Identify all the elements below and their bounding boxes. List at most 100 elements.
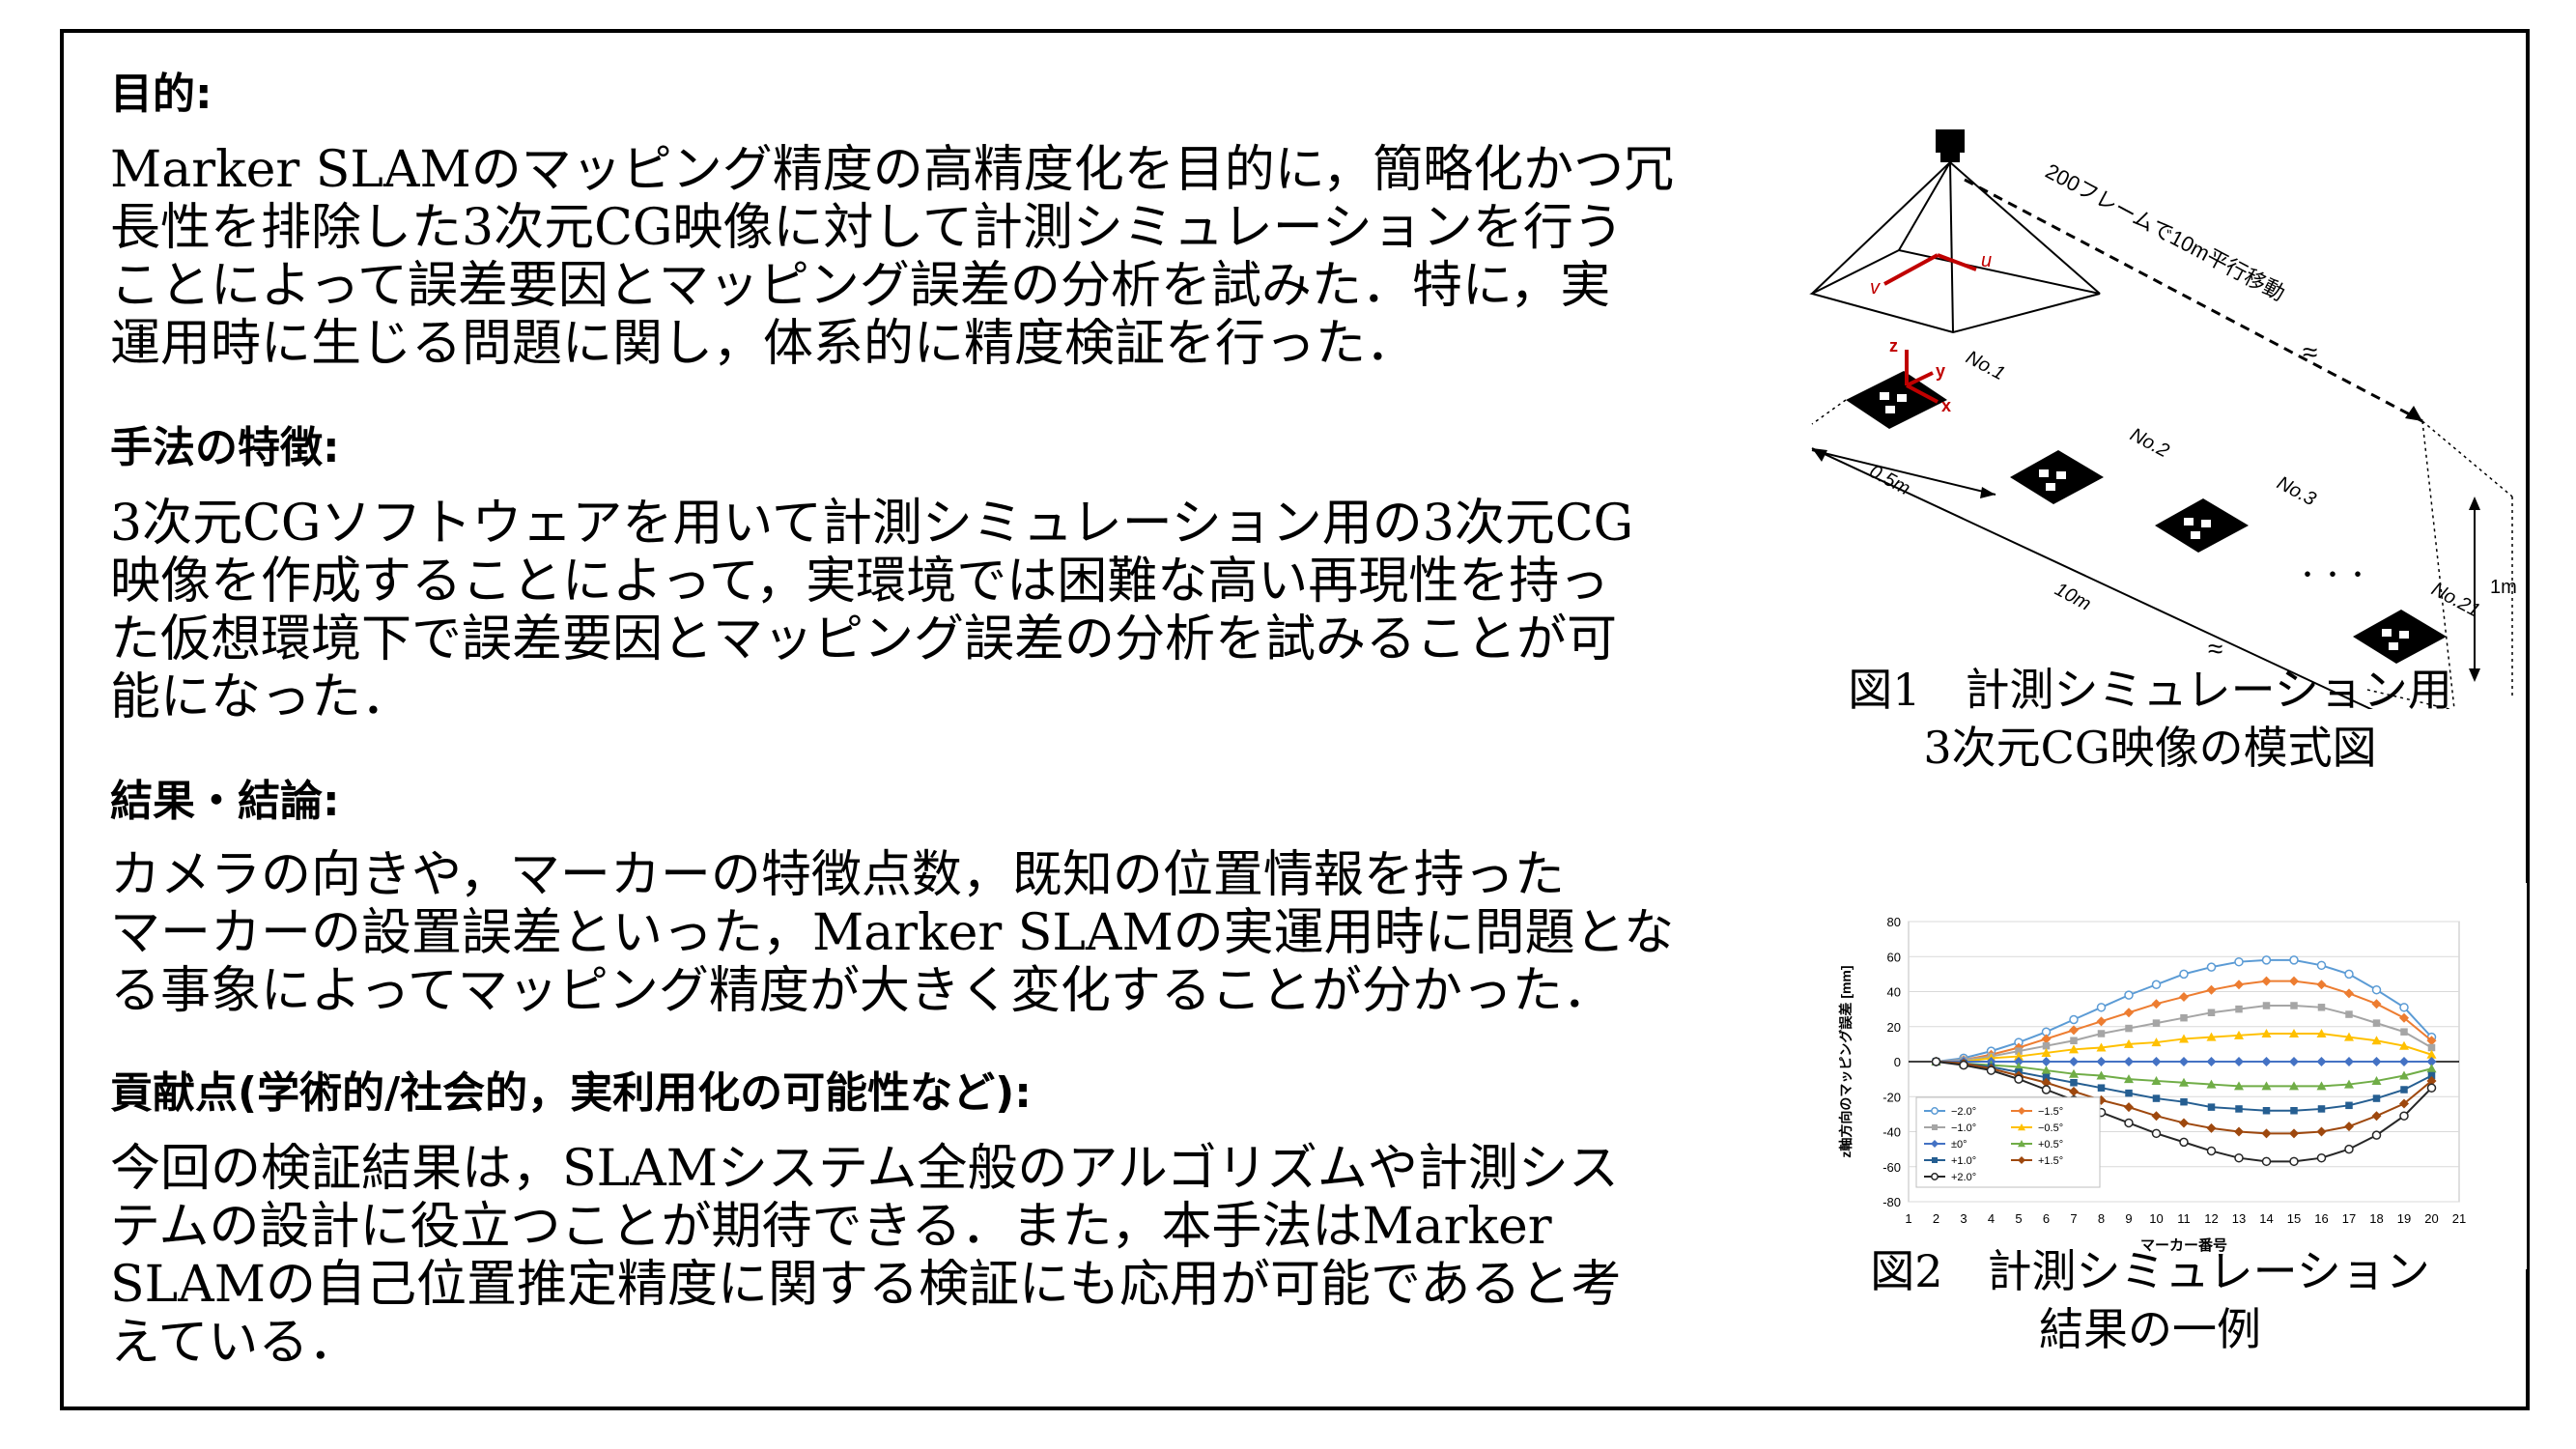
data-point [2372,1094,2381,1102]
caption-line: 図1 計測シミュレーション用 [1848,664,2452,716]
x-tick-label: 5 [2015,1211,2022,1226]
x-tick-label: 8 [2098,1211,2105,1226]
marker-label-second: No.2 [2127,424,2173,462]
data-point [2400,1086,2408,1094]
data-point [2344,1032,2354,1041]
data-point [2152,1094,2161,1102]
data-point [1931,1107,1939,1115]
text-line: 今回の検証結果は，SLAMシステム全般のアルゴリズムや計測シス [110,1140,1619,1198]
data-point [2069,1086,2079,1096]
data-point [2206,1032,2217,1041]
text-line: 能になった． [110,668,412,726]
data-point [2014,1051,2024,1061]
section-heading-method: 手法の特徴: [110,423,340,472]
length-label: 10m [2052,579,2095,615]
x-tick-label: 13 [2232,1211,2246,1226]
text-line: テムの設計に役立つことが期待できる．また，本手法はMarker [110,1198,1552,1256]
abstract-frame: 目的: Marker SLAMのマッピング精度の高精度化を目的に，簡略化かつ冗 … [60,29,2530,1410]
data-point [2400,1028,2408,1036]
legend-entry: −2.0° [1924,1106,1976,1118]
data-point [2151,1075,2162,1085]
path-break-mark: ≈ [2303,337,2317,367]
data-point [2290,1107,2298,1115]
data-point [2235,1105,2243,1113]
camera-path-arrow [2405,406,2422,421]
legend-label: +1.5° [2038,1155,2063,1167]
data-point [1959,1060,1968,1070]
x-tick-label: 20 [2424,1211,2438,1226]
data-point [2316,1126,2327,1137]
data-point [2316,1057,2327,1066]
y-tick-label: -20 [1882,1090,1901,1104]
section-heading-results: 結果・結論: [110,777,340,826]
data-point [2179,1118,2189,1128]
data-point [2399,1070,2409,1080]
data-point [1931,1173,1939,1180]
data-point [2014,1057,2024,1066]
data-point [2426,1064,2437,1073]
legend-label: +1.0° [1951,1155,1976,1167]
data-point [2096,1016,2107,1027]
data-point [2015,1047,2023,1055]
data-point [2070,1037,2078,1044]
data-point [2317,1004,2326,1011]
data-point [2041,1065,2052,1075]
data-point [2206,1079,2217,1089]
data-point [2041,1034,2052,1044]
legend-entry: +2.0° [1924,1172,1976,1183]
data-point [2371,1075,2382,1085]
data-point [2234,1030,2244,1039]
data-point [2371,999,2382,1009]
data-point [2426,1036,2437,1046]
x-tick-label: 21 [2452,1211,2466,1226]
y-tick-label: -80 [1882,1195,1901,1209]
data-point [2344,1122,2354,1132]
x-tick-label: 15 [2287,1211,2301,1226]
height-label: 1m [2490,577,2517,598]
data-point [2316,980,2327,990]
text-line: マーカーの設置誤差といった，Marker SLAMの実運用時に問題とな [110,904,1675,962]
camera-axes [1883,253,1977,286]
data-point [2151,980,2162,989]
data-point [2399,1111,2409,1121]
data-point [2345,1101,2353,1110]
data-point [2234,1152,2244,1163]
legend-entry: +1.5° [2011,1155,2063,1167]
legend-entry: +1.0° [1924,1155,1976,1167]
data-point [2289,976,2299,986]
y-tick-label: -60 [1882,1160,1901,1175]
x-tick-label: 7 [2070,1211,2077,1226]
data-point [2344,1144,2354,1154]
data-point [2399,1057,2409,1066]
spacing-label: 0.5m [1866,461,1914,499]
data-point [2399,1012,2409,1023]
data-point [2289,955,2299,965]
data-point [2041,1057,2052,1066]
x-tick-label: 11 [2177,1211,2191,1226]
text-line: えている． [110,1314,359,1372]
data-point [2124,1008,2134,1018]
data-point [2124,1102,2134,1113]
x-tick-label: 9 [2125,1211,2132,1226]
data-point [2316,1152,2327,1163]
data-point [2262,1107,2271,1115]
series-8 [1931,1057,2437,1167]
data-point [2399,1003,2409,1012]
data-point [2289,1081,2299,1091]
data-point [2151,999,2162,1009]
data-point [2124,1074,2134,1084]
legend-label: −1.5° [2038,1106,2063,1118]
data-point [2235,1005,2243,1013]
data-point [2041,1047,2052,1057]
data-point [2096,1070,2107,1080]
data-point [2179,1077,2189,1087]
figure1-caption: 図1 計測シミュレーション用 3次元CG映像の模式図 [1773,661,2527,777]
data-point [2014,1074,2024,1084]
data-point [2399,1040,2409,1050]
section-heading-purpose: 目的: [110,70,212,119]
legend-entry: −1.5° [2011,1106,2063,1118]
text-line: 長性を排除した3次元CG映像に対して計測シミュレーションを行う [110,199,1624,257]
x-tick-label: 10 [2149,1211,2163,1226]
legend-label: +2.0° [1951,1172,1976,1183]
